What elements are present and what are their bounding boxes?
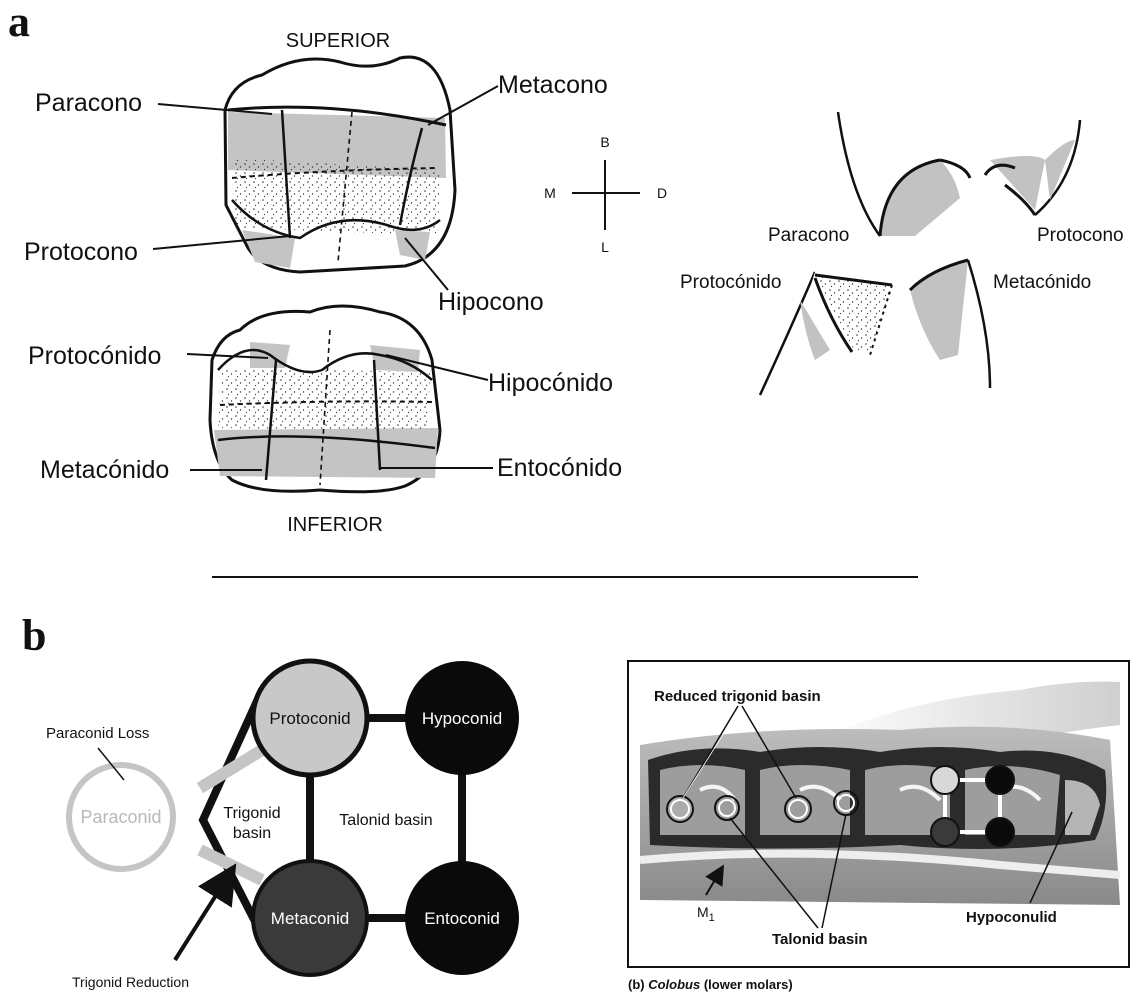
protoconid-label: Protoconid [269, 709, 350, 728]
occlusion-paracono-label: Paracono [768, 225, 849, 246]
trigonid-basin-label-2: basin [233, 825, 271, 842]
metaconido-label: Metacónido [40, 456, 169, 484]
protoconido-label: Protocónido [28, 342, 161, 370]
colobus-caption: (b) Colobus (lower molars) [628, 977, 793, 992]
panel-b-letter: b [22, 611, 46, 660]
paracono-label: Paracono [35, 89, 142, 117]
compass-l: L [601, 239, 609, 255]
hypoconulid-label: Hypoconulid [966, 909, 1057, 926]
talonid-basin-photo-label: Talonid basin [772, 931, 868, 948]
entoconid-label: Entoconid [424, 909, 500, 928]
entoconido-label: Entocónido [497, 454, 622, 482]
compass-d: D [657, 185, 667, 201]
occlusion-protoconido-label: Protocónido [680, 272, 781, 293]
paraconid-label: Paraconid [80, 807, 161, 827]
metacono-label: Metacono [498, 71, 608, 99]
trigonid-reduction-label: Trigonid Reduction [72, 974, 189, 990]
occlusion-cross-section [760, 112, 1080, 395]
trigonid-reduction-arrow [175, 870, 232, 960]
paraconid-loss-label: Paraconid Loss [46, 725, 149, 742]
metaconid-label: Metaconid [271, 909, 349, 928]
lower-molar-drawing [210, 306, 440, 492]
inferior-label: INFERIOR [287, 514, 383, 536]
trigonid-basin-label-1: Trigonid [223, 805, 280, 822]
talonid-basin-label: Talonid basin [339, 812, 432, 829]
reduced-trigonid-basin-label: Reduced trigonid basin [654, 688, 821, 705]
superior-label: SUPERIOR [286, 30, 390, 52]
hipocono-label: Hipocono [438, 288, 544, 316]
protocono-label: Protocono [24, 238, 138, 266]
panel-a-letter: a [8, 0, 30, 46]
occlusion-protocono-label: Protocono [1037, 225, 1124, 246]
hypoconid-label: Hypoconid [422, 709, 502, 728]
hipoconido-label: Hipocónido [488, 369, 613, 397]
compass-m: M [544, 185, 556, 201]
occlusion-metaconido-label: Metacónido [993, 272, 1091, 293]
orientation-compass [572, 160, 640, 230]
compass-b: B [600, 134, 609, 150]
